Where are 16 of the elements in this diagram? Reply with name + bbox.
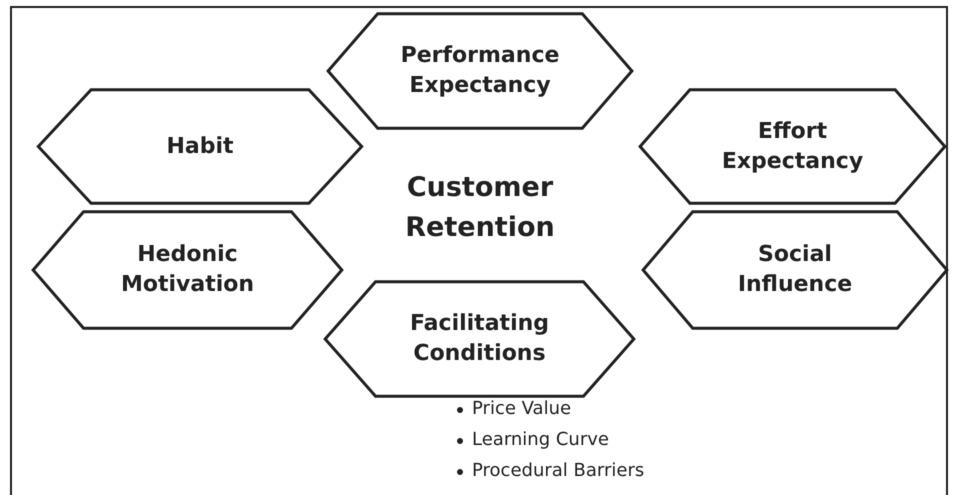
hexagon	[640, 210, 950, 330]
center-title: Customer Retention	[404, 171, 556, 245]
hexagon-label: Social Influence	[736, 241, 854, 299]
hexagon-label: Habit	[166, 132, 234, 160]
hexagon	[322, 280, 637, 398]
hexagon	[30, 210, 345, 330]
bullet-item: Procedural Barriers	[472, 460, 644, 481]
hexagon-label: Hedonic Motivation	[120, 241, 256, 299]
hexagon	[325, 12, 635, 130]
hexagon-label: Performance Expectancy	[400, 42, 560, 100]
hexagon	[35, 88, 365, 205]
hexagon-label: Effort Expectancy	[720, 118, 864, 176]
bullet-item: Price Value	[472, 398, 572, 419]
hexagon	[637, 88, 948, 205]
bullet-item: Learning Curve	[472, 429, 609, 450]
hexagon-label: Facilitating Conditions	[408, 310, 550, 368]
